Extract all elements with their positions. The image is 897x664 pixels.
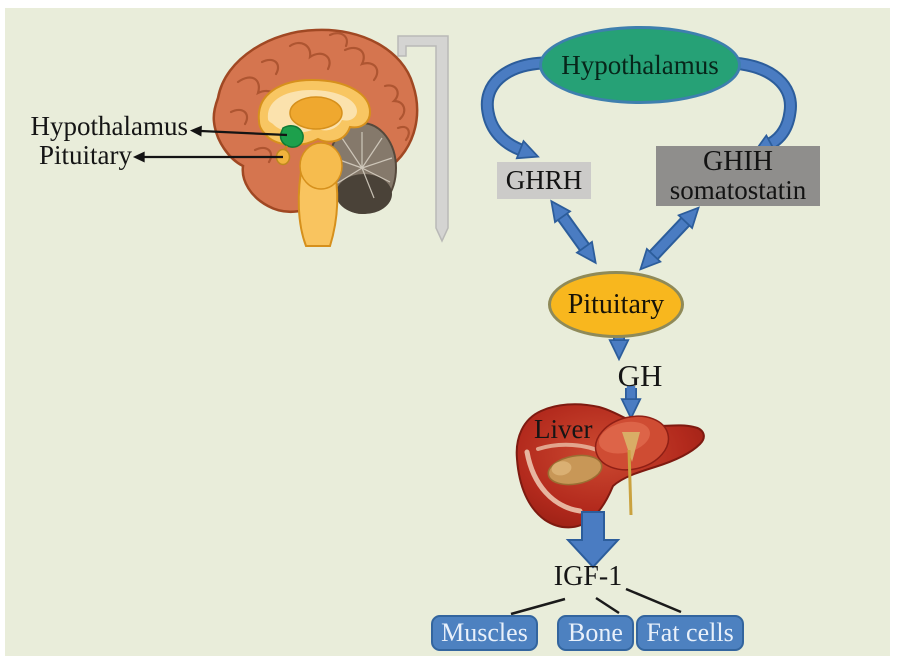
hypothalamus-node: Hypothalamus bbox=[539, 26, 741, 104]
bone-label: Bone bbox=[568, 618, 623, 647]
hypothalamus-to-ghih-arrow bbox=[732, 56, 797, 154]
brain-illustration bbox=[132, 28, 419, 247]
ghrh-label: GHRH bbox=[505, 165, 583, 195]
ghih-label-line2: somatostatin bbox=[669, 175, 807, 205]
hypothalamus-node-label: Hypothalamus bbox=[561, 49, 719, 80]
target-box-muscles: Muscles bbox=[431, 615, 538, 651]
line-to-fat-cells bbox=[625, 587, 682, 614]
gh-label: GH bbox=[617, 358, 663, 393]
igf1-label: IGF-1 bbox=[553, 561, 623, 592]
brain-hypothalamus-label: Hypothalamus bbox=[30, 111, 188, 141]
bile-duct-top bbox=[622, 432, 640, 462]
liver-label: Liver bbox=[534, 414, 593, 444]
pituitary-node: Pituitary bbox=[548, 271, 684, 338]
ghih-pituitary-double-arrow bbox=[639, 206, 700, 271]
pituitary-node-label: Pituitary bbox=[567, 288, 665, 320]
ghih-box: GHIH somatostatin bbox=[656, 146, 820, 206]
line-to-bone bbox=[595, 596, 620, 615]
igf1-target-lines bbox=[510, 587, 682, 616]
brain-pituitary-label: Pituitary bbox=[39, 140, 132, 170]
muscles-label: Muscles bbox=[441, 618, 528, 647]
liver-to-igf1-arrow bbox=[565, 511, 621, 569]
hypothalamus-spot bbox=[279, 125, 304, 148]
liver-illustration bbox=[515, 403, 705, 529]
fat-cells-label: Fat cells bbox=[646, 618, 734, 647]
ghih-label-line1: GHIH bbox=[703, 146, 773, 177]
thalamus bbox=[289, 96, 343, 130]
gray-bracket bbox=[397, 35, 449, 243]
bile-duct bbox=[627, 449, 633, 516]
ghrh-box: GHRH bbox=[497, 162, 591, 199]
target-box-fat-cells: Fat cells bbox=[636, 615, 744, 651]
ghrh-pituitary-double-arrow bbox=[550, 199, 597, 265]
gallbladder bbox=[547, 454, 603, 486]
hypothalamus-to-ghrh-arrow bbox=[480, 56, 544, 160]
hypothalamus-pointer-arrow bbox=[189, 125, 288, 137]
line-to-muscles bbox=[510, 597, 566, 616]
target-box-bone: Bone bbox=[557, 615, 634, 651]
cerebellum bbox=[327, 122, 397, 214]
pons bbox=[299, 142, 343, 190]
